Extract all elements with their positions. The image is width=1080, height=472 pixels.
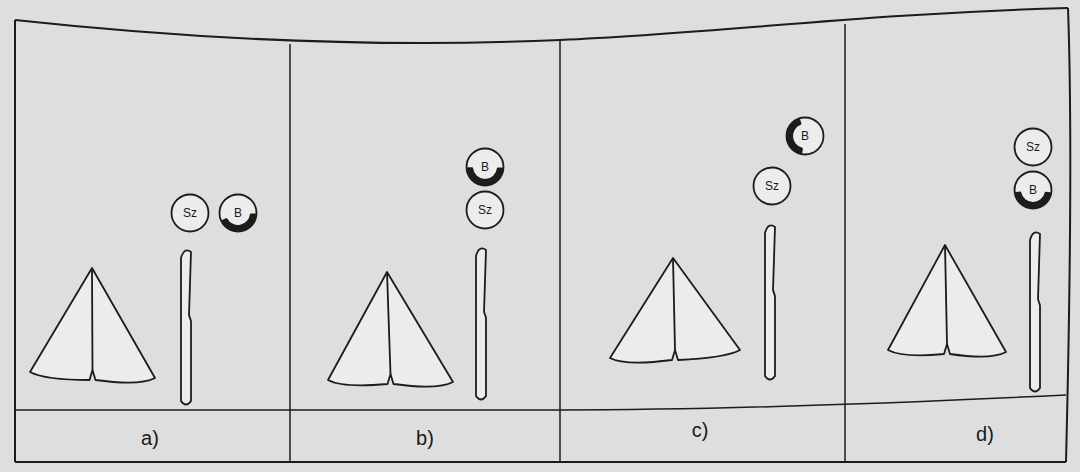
circle-label: Sz [752,166,792,206]
knife [181,250,191,404]
circle-label: B [785,116,825,156]
circle-label: B [465,147,505,187]
folded-napkin [610,258,740,363]
circle-label: Sz [465,190,505,230]
place-circle: Sz [1013,127,1053,167]
panel-label: c) [692,419,709,442]
panel-frame [15,8,1070,462]
panel-label: d) [976,423,994,446]
circle-label: B [1013,170,1053,210]
panel-label: b) [416,427,434,450]
circle-label: Sz [170,193,210,233]
knife [1030,232,1040,391]
knife [476,248,486,399]
circle-label: B [218,193,258,233]
place-circle: Sz [170,193,210,233]
knife [765,225,775,379]
place-circle: Sz [752,166,792,206]
folded-napkin [888,245,1006,357]
panel-label: a) [141,427,159,450]
fill-marker [786,119,802,155]
folded-napkin [30,268,155,383]
place-circle: B [785,116,825,156]
place-circle: B [218,193,258,233]
place-circle: B [1013,170,1053,210]
folded-napkin [328,272,453,387]
place-circle: B [465,147,505,187]
circle-label: Sz [1013,127,1053,167]
place-circle: Sz [465,190,505,230]
